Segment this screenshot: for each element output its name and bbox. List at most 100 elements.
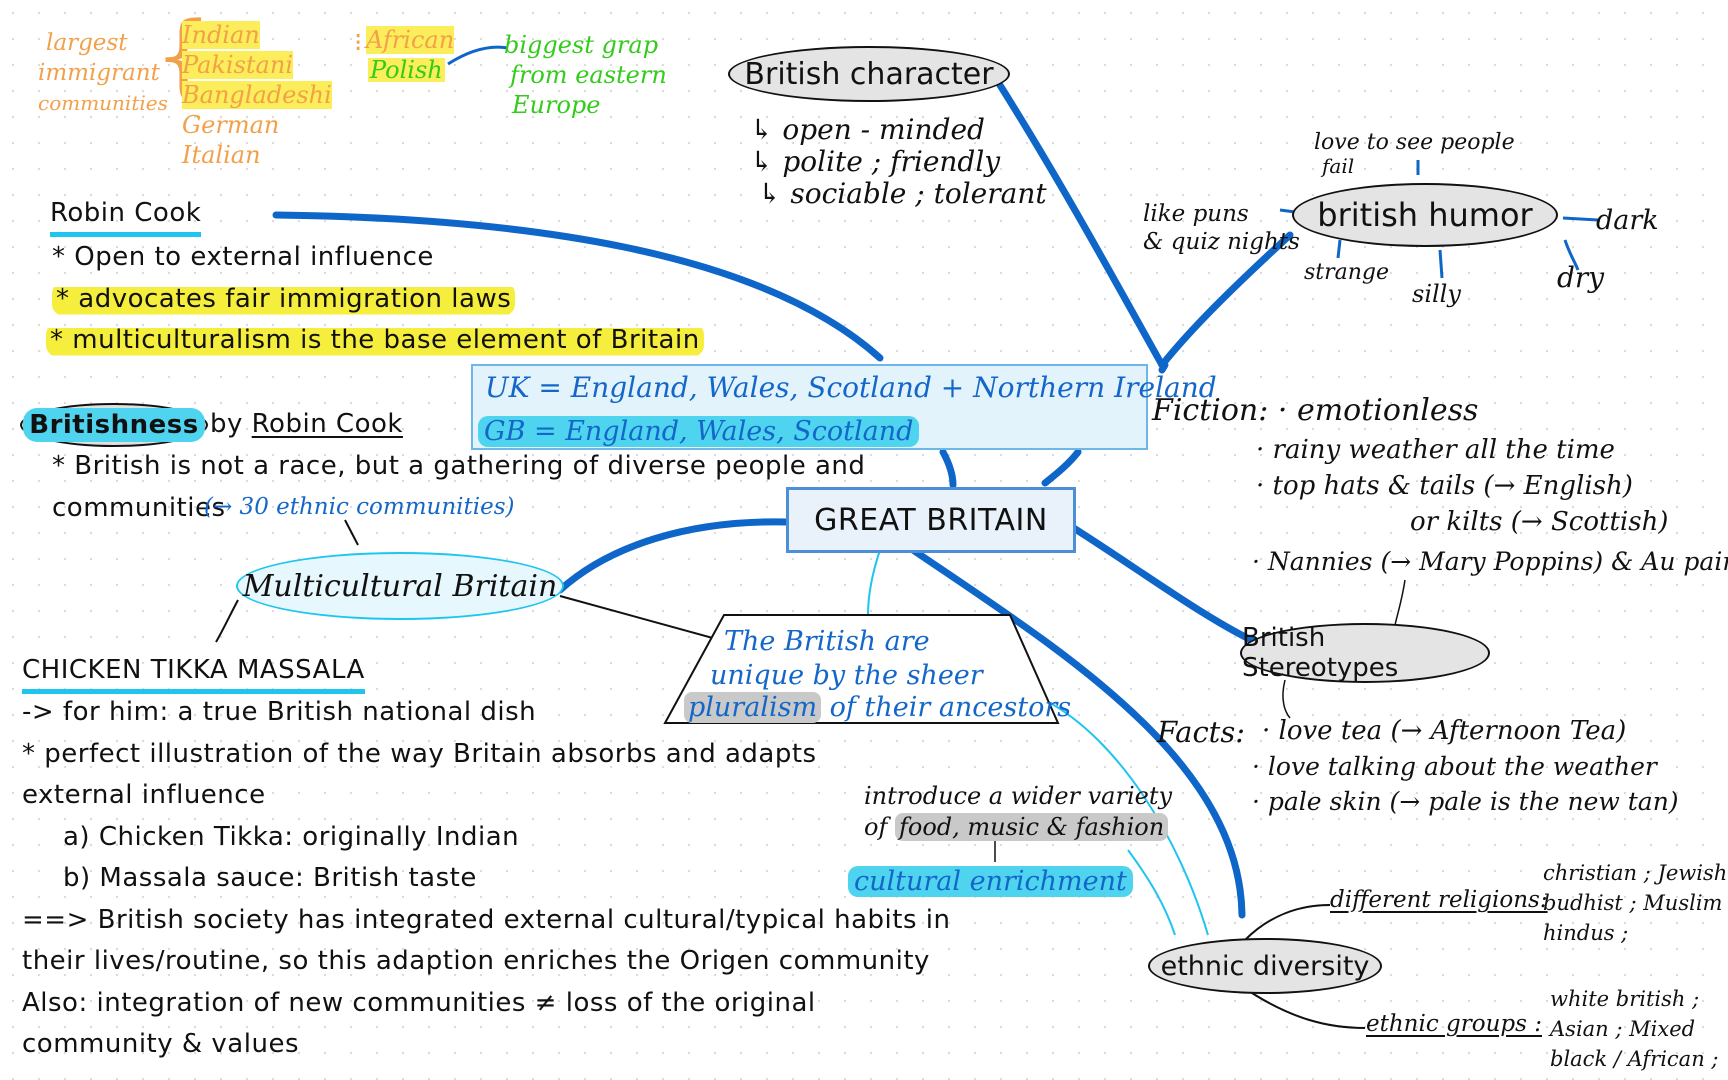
gb-line: GB = England, Wales, Scotland — [478, 416, 920, 447]
enrichment-line1: introduce a wider variety — [864, 782, 1173, 810]
great-britain-label: GREAT BRITAIN — [814, 502, 1048, 538]
stereotypes-title: British Stereotypes — [1242, 623, 1399, 683]
humor-ellipse: british humor — [1292, 183, 1558, 247]
line-center-pluralism — [867, 549, 881, 616]
fiction-item: · rainy weather all the time — [1256, 435, 1615, 465]
tikka-line: * perfect illustration of the way Britai… — [22, 739, 817, 769]
britishness-line1: * British is not a race, but a gathering… — [52, 451, 866, 481]
line-humor-silly — [1438, 249, 1444, 279]
line-humor-dark — [1562, 216, 1599, 222]
gap-note-line: Europe — [512, 91, 601, 119]
robin-cook-point: * multiculturalism is the base element o… — [46, 323, 704, 357]
line-multi-tikka — [215, 599, 239, 643]
facts-item: · pale skin (→ pale is the new tan) — [1252, 787, 1679, 816]
fiction-item: · top hats & tails (→ English) — [1256, 471, 1633, 501]
britishness-note: (→ 30 ethnic communities) — [204, 494, 515, 520]
line-fiction-stereo — [1394, 579, 1406, 626]
immigrants-groups: Indian Pakistani Bangladeshi German Ital… — [182, 20, 332, 170]
uk-line: UK = England, Wales, Scotland + Northern… — [485, 371, 1217, 404]
robin-cook-point: * advocates fair immigration laws — [52, 282, 516, 316]
immigrants-label-line: communities — [38, 91, 168, 115]
group-bangladeshi: Bangladeshi — [182, 81, 332, 109]
pluralism-line1: The British are — [724, 626, 930, 657]
line-robin-cook — [272, 211, 884, 362]
groups-line: white british ; — [1550, 987, 1700, 1011]
humor-dry: dry — [1557, 261, 1605, 294]
immigrants-gap-note: biggest grap from eastern Europe — [504, 30, 667, 120]
group-italian: Italian — [182, 141, 261, 169]
immigrants-african: African — [366, 26, 455, 54]
fiction-item: · Nannies (→ Mary Poppins) & Au pair — [1252, 547, 1728, 576]
immigrants-label: largest immigrant communities — [38, 28, 168, 118]
britishness-title: Britishness — [23, 408, 205, 442]
multicultural-title: Multicultural Britain — [242, 568, 558, 604]
line-polish-gap — [447, 45, 509, 66]
facts-item: · love tea (→ Afternoon Tea) — [1262, 716, 1627, 746]
immigrants-label-line: immigrant — [38, 60, 160, 86]
tikka-title: CHICKEN TIKKA MASSALA — [22, 655, 365, 694]
line-enrich-ethnic — [1127, 849, 1176, 936]
immigrants-label-line: largest — [46, 30, 128, 56]
line-box-left — [939, 448, 957, 489]
group-german: German — [182, 111, 280, 139]
pluralism-line2: unique by the sheer — [710, 660, 983, 691]
groups-line: Asian ; Mixed — [1550, 1017, 1696, 1041]
tikka-line: -> for him: a true British national dish — [22, 697, 537, 727]
humor-strange: strange — [1304, 260, 1390, 285]
gap-note-line: biggest grap — [504, 31, 659, 59]
line-ethnic-religions — [1244, 904, 1331, 941]
line-humor-dry — [1563, 239, 1580, 271]
tikka-line: b) Massala sauce: British taste — [63, 863, 477, 893]
robin-cook-point: * Open to external influence — [52, 242, 434, 272]
line-humor-strange — [1336, 239, 1342, 259]
tikka-line: their lives/routine, so this adaption en… — [22, 946, 930, 976]
line-humor — [1158, 231, 1294, 369]
immigrants-polish: Polish — [368, 56, 445, 84]
line-britishness-multi — [344, 519, 359, 546]
tikka-line: a) Chicken Tikka: originally Indian — [63, 822, 520, 852]
line-box-right — [1041, 448, 1082, 487]
britishness-by: by Robin Cook — [210, 409, 403, 439]
humor-title: british humor — [1317, 196, 1533, 234]
tikka-line: community & values — [22, 1029, 299, 1059]
line-ethnic — [909, 546, 1246, 919]
groups-label: ethnic groups : — [1366, 1011, 1542, 1037]
character-traits: ↳ open - minded ↳ polite ; friendly ↳ so… — [750, 114, 1047, 210]
line-ethnic-groups — [1239, 984, 1366, 1029]
religions-line: christian ; Jewish — [1543, 861, 1728, 885]
fiction-item: emotionless — [1296, 393, 1479, 428]
humor-fail: fail — [1322, 154, 1355, 178]
humor-love: love to see people — [1314, 130, 1515, 155]
robin-cook-title: Robin Cook — [50, 198, 202, 237]
tikka-line: external influence — [22, 780, 266, 810]
gap-note-line: from eastern — [510, 61, 667, 89]
character-title: British character — [744, 56, 994, 92]
stereotypes-ellipse: British Stereotypes — [1240, 623, 1490, 683]
immigrants-divider: ⁝ — [354, 28, 363, 58]
enrichment-line2: of food, music & fashion — [864, 813, 1169, 841]
line-multi-pluralism — [559, 595, 721, 641]
line-pluralism-ethnic — [1044, 699, 1209, 936]
trait-sociable: ↳ sociable ; tolerant — [758, 177, 1047, 210]
humor-silly: silly — [1412, 280, 1461, 308]
ethnic-title: ethnic diversity — [1160, 950, 1370, 982]
group-indian: Indian — [182, 21, 260, 49]
fiction-label: Fiction: · emotionless — [1152, 393, 1479, 428]
line-multicultural — [556, 518, 790, 594]
pluralism-line3: pluralism of their ancestors — [684, 692, 1071, 723]
humor-puns: like puns & quiz nights — [1143, 200, 1300, 256]
religions-list: christian ; Jewish budhist ; Muslim hind… — [1543, 858, 1727, 948]
character-ellipse: British character — [728, 46, 1010, 102]
enrichment-highlight: food, music & fashion — [894, 813, 1169, 841]
groups-line: black / African ; — [1550, 1047, 1719, 1071]
trait-polite: ↳ polite ; friendly — [750, 145, 1001, 178]
group-pakistani: Pakistani — [182, 51, 293, 79]
puns-line: like puns — [1143, 201, 1249, 227]
enrichment-label: cultural enrichment — [848, 866, 1133, 897]
religions-label: different religions: — [1330, 887, 1548, 913]
britishness-ellipse: Britishness — [20, 403, 208, 447]
religions-line: hindus ; — [1543, 921, 1629, 945]
line-stereo-facts — [1282, 679, 1291, 719]
pluralism-word: pluralism — [684, 692, 822, 723]
great-britain-node: GREAT BRITAIN — [786, 487, 1076, 553]
